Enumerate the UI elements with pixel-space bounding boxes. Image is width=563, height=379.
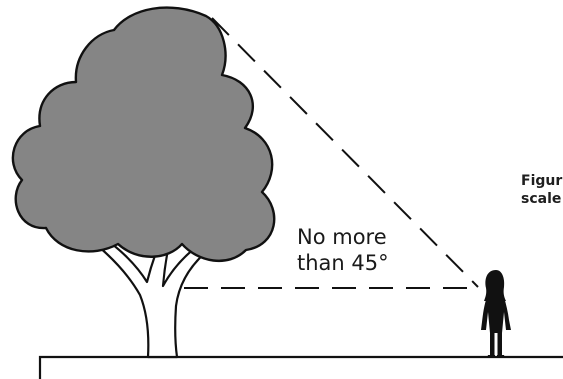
tree-canopy: [13, 8, 274, 261]
person-silhouette-icon: [481, 270, 511, 358]
figure-caption-line1: Figur: [521, 173, 562, 189]
figure-caption-line2: scale: [521, 191, 561, 207]
angle-label-line1: No more: [297, 225, 387, 249]
ground-box: [40, 357, 563, 379]
angle-label-line2: than 45°: [297, 251, 389, 275]
